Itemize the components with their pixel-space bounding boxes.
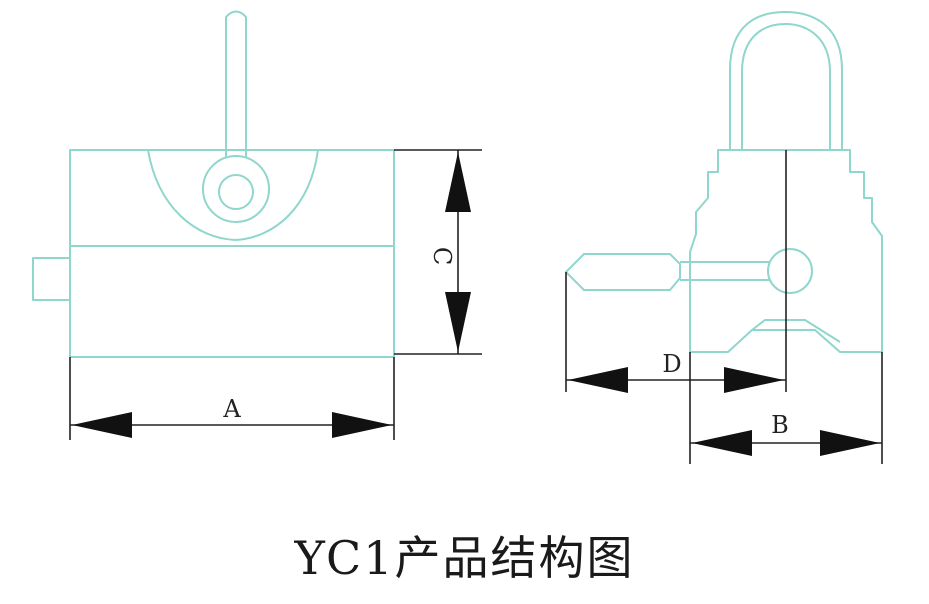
side-body-outline <box>689 149 883 353</box>
dim-a-arrow-left <box>72 412 132 438</box>
dim-c-label: C <box>428 247 456 265</box>
dimension-a: A <box>69 357 395 440</box>
side-inner-step-outline <box>751 319 841 343</box>
dimension-b: B <box>689 352 883 464</box>
side-view <box>565 11 883 392</box>
front-eye-outer-ring <box>202 155 270 223</box>
front-side-knob-outline <box>32 257 71 301</box>
front-lifting-handle-outline <box>225 10 247 171</box>
side-shackle-inner-outline <box>741 23 831 150</box>
structure-drawing: A C D <box>32 10 883 464</box>
front-body-outline <box>69 149 395 358</box>
front-dome-outline <box>147 149 319 241</box>
front-view <box>32 10 395 358</box>
dim-c-arrow-bottom <box>445 292 471 352</box>
dim-c-arrow-top <box>445 152 471 212</box>
dim-b-arrow-left <box>692 430 752 456</box>
dim-d-arrow-left <box>568 367 628 393</box>
dim-b-label: B <box>771 411 789 439</box>
side-knob-outline <box>565 253 681 291</box>
dim-b-arrow-right <box>820 430 880 456</box>
dimension-d: D <box>565 272 786 393</box>
dim-a-arrow-right <box>332 412 392 438</box>
dim-a-label: A <box>222 395 241 423</box>
side-pivot-outline <box>767 248 813 294</box>
front-eye-inner-ring <box>218 174 254 210</box>
diagram-caption: YC1产品结构图 <box>294 531 635 585</box>
dim-d-arrow-right <box>724 367 784 393</box>
side-shackle-outer-outline <box>729 11 843 150</box>
dim-d-label: D <box>662 350 681 378</box>
dimension-c: C <box>394 149 482 355</box>
